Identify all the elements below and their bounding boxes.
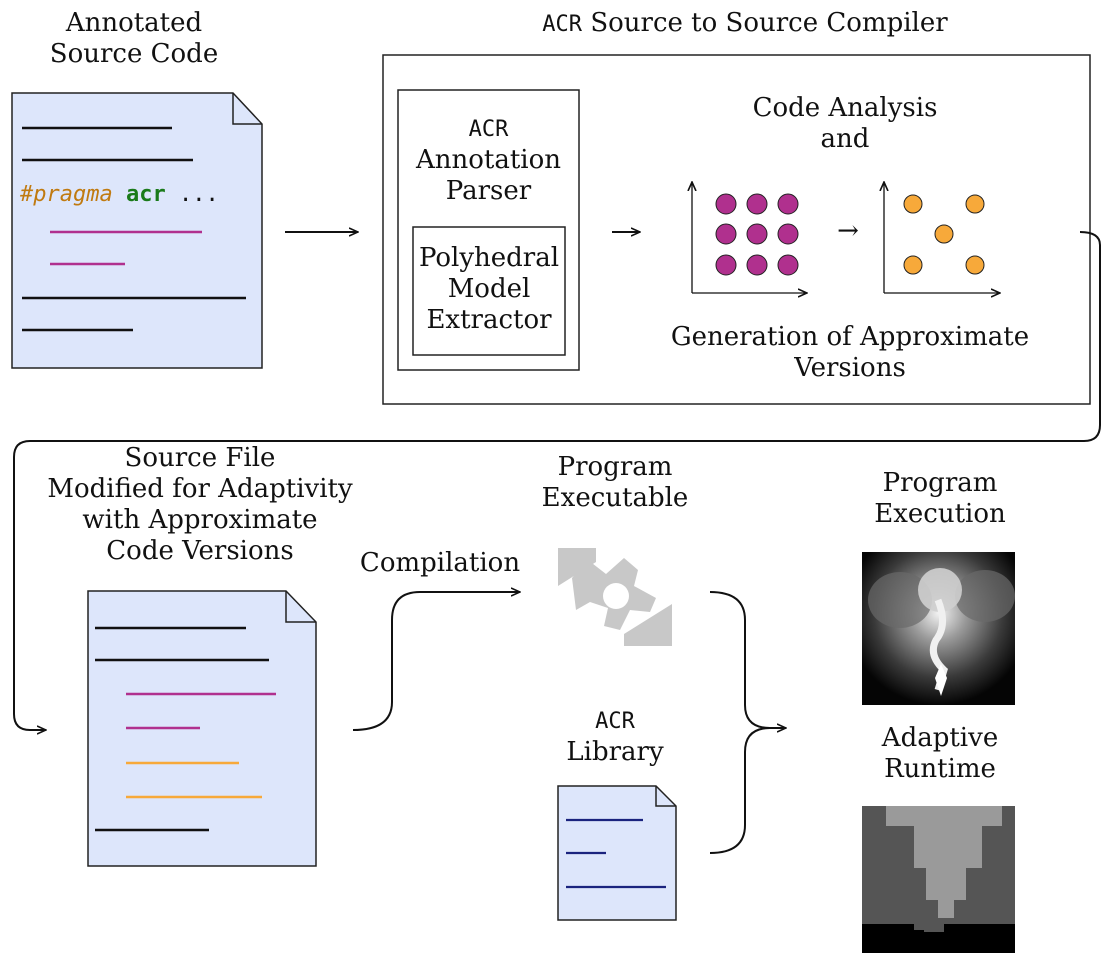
iteration-point — [965, 255, 985, 275]
iteration-point — [746, 254, 768, 276]
library-label: ACR Library — [566, 709, 664, 767]
compilation-arrow — [352, 592, 520, 731]
executable-label: Program Executable — [541, 452, 689, 513]
parser-label: ACR Annotation Parser — [415, 117, 562, 206]
transform-arrow: → — [837, 216, 859, 246]
iteration-point — [746, 193, 768, 215]
compiler-box — [382, 54, 1091, 405]
annotated-source-file — [11, 92, 263, 369]
runtime-image — [862, 806, 1015, 953]
iteration-point — [903, 194, 923, 214]
iteration-point — [965, 194, 985, 214]
pragma-keyword: #pragma — [20, 182, 113, 207]
full-iteration-plot — [692, 182, 807, 293]
brace-from-executable — [709, 591, 771, 729]
pragma-line: #pragma acr ... — [20, 182, 219, 207]
iteration-point — [777, 193, 799, 215]
ellipsis: ... — [178, 182, 219, 207]
iteration-point — [715, 223, 737, 245]
iteration-point — [777, 223, 799, 245]
approximate-iteration-plot — [884, 182, 1000, 293]
modified-file-label: Source File Modified for Adaptivity with… — [47, 443, 353, 566]
analysis-label: Code Analysis and — [752, 93, 938, 154]
acr-keyword: acr — [125, 182, 166, 207]
extractor-box — [412, 226, 566, 356]
extractor-label: Polyhedral Model Extractor — [418, 243, 560, 335]
execution-label: Program Execution — [874, 468, 1006, 529]
modified-source-file — [87, 590, 317, 867]
iteration-point — [777, 254, 799, 276]
execution-image — [862, 552, 1015, 705]
library-file — [557, 785, 677, 921]
iteration-point — [715, 193, 737, 215]
iteration-point — [715, 254, 737, 276]
parser-box — [397, 89, 580, 371]
runtime-label: Adaptive Runtime — [881, 723, 999, 784]
compiler-title: ACR Source to Source Compiler — [542, 8, 948, 38]
brace-from-library — [709, 728, 786, 854]
iteration-point — [746, 223, 768, 245]
compilation-label: Compilation — [359, 548, 521, 578]
iteration-point — [934, 224, 954, 244]
gear-icon — [558, 548, 672, 646]
iteration-point — [903, 255, 923, 275]
arrow-to-modified-file — [13, 231, 1101, 730]
generation-label: Generation of Approximate Versions — [670, 322, 1030, 383]
annotated-source-label: Annotated Source Code — [49, 8, 219, 69]
